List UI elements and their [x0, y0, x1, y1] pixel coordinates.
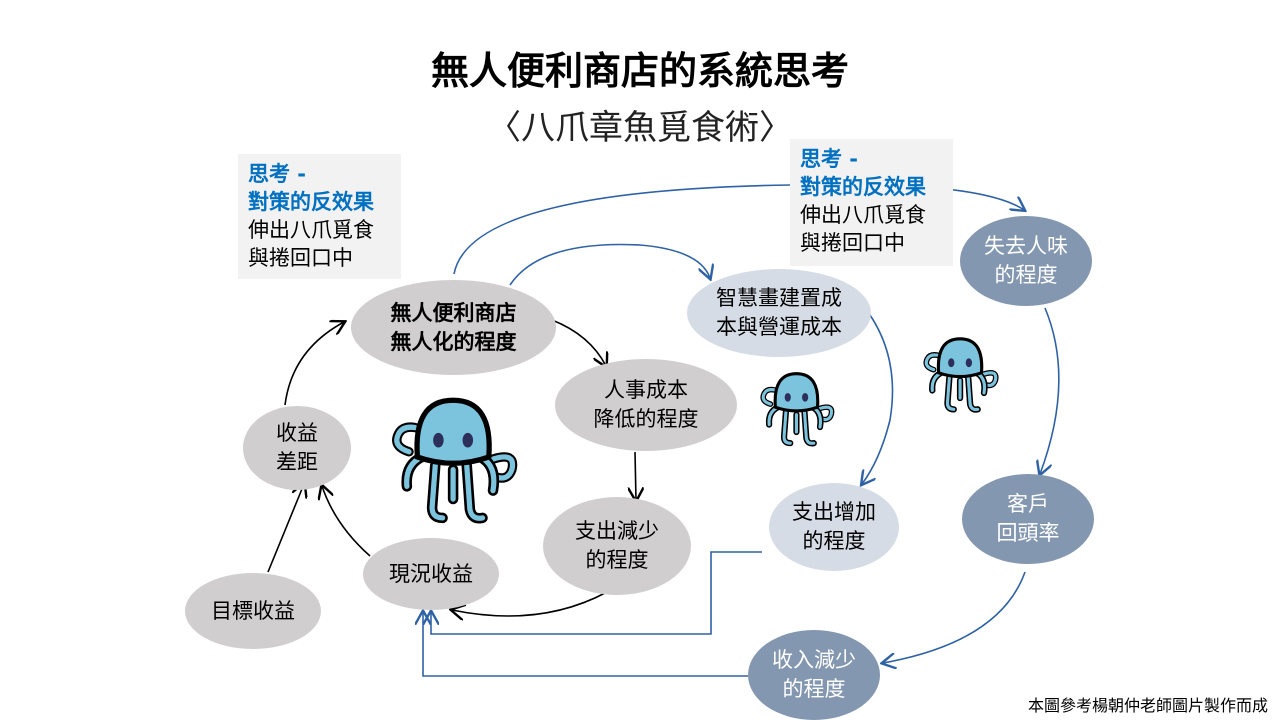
node-label: 的程度: [994, 263, 1058, 287]
node-label: 差距: [276, 450, 318, 474]
node-label: 收益: [276, 421, 318, 445]
node-labor-cost: 人事成本降低的程度: [555, 359, 737, 451]
node-label: 目標收益: [211, 598, 295, 623]
arrow-return-to-income-down: [883, 571, 1026, 663]
node-return-rate: 客戶回頭率: [962, 474, 1094, 564]
note-text: 伸出八爪覓食: [248, 218, 374, 242]
arrow-unmanned-to-lose-human: [453, 183, 1024, 275]
node-current-revenue: 現況收益: [363, 538, 499, 610]
node-label: 收入減少: [772, 648, 856, 672]
arrow-labor-to-expense: [635, 451, 636, 500]
node-label: 的程度: [585, 548, 649, 572]
node-label: 回頭率: [996, 521, 1060, 545]
arrow-target-to-gap: [267, 484, 304, 573]
octopus-icon: [397, 400, 513, 518]
node-label: 的程度: [782, 677, 846, 701]
note-heading: 對策的反效果: [248, 190, 374, 214]
node-label: 支出增加: [792, 500, 876, 524]
arrow-unmanned-to-labor: [551, 319, 606, 366]
node-label: 無人化的程度: [390, 329, 517, 354]
node-label: 降低的程度: [593, 407, 699, 431]
node-label: 本與營運成本: [716, 315, 842, 339]
node-label: 現況收益: [389, 561, 473, 586]
node-smart-cost: 智慧畫建置成本與營運成本: [687, 269, 871, 357]
arrow-gap-to-unmanned: [284, 322, 344, 406]
arrow-expense-to-current: [452, 591, 608, 616]
page-title: 無人便利商店的系統思考: [430, 49, 849, 93]
node-label: 的程度: [802, 529, 866, 553]
node-lose-human: 失去人味的程度: [960, 216, 1092, 306]
node-target-revenue: 目標收益: [185, 573, 321, 649]
node-unmanned: 無人便利商店無人化的程度: [351, 280, 556, 375]
node-label: 失去人味: [984, 234, 1068, 258]
octopus-icon: [926, 339, 995, 410]
node-label: 支出減少: [575, 519, 659, 543]
note-heading: 對策的反效果: [800, 175, 926, 199]
note-box-left: 思考 - 對策的反效果 伸出八爪覓食 與捲回口中: [238, 154, 401, 279]
note-text: 與捲回口中: [800, 231, 905, 255]
node-income-down: 收入減少的程度: [748, 630, 880, 720]
arrow-expense-up-to-current: [431, 551, 762, 635]
node-expense-up: 支出增加的程度: [769, 483, 899, 571]
node-revenue-gap: 收益差距: [243, 406, 351, 490]
node-expense-down: 支出減少的程度: [543, 497, 691, 595]
arrow-lose-human-to-return: [1040, 307, 1060, 474]
note-box-right: 思考 - 對策的反效果 伸出八爪覓食 與捲回口中: [790, 139, 953, 266]
note-text: 伸出八爪覓食: [800, 203, 926, 227]
arrow-smart-to-expense-up: [862, 314, 894, 484]
arrow-income-down-to-current: [423, 612, 748, 677]
page-subtitle: 〈八爪章魚覓食術〉: [487, 108, 793, 148]
arrow-unmanned-to-smart: [509, 243, 710, 286]
node-label: 客戶: [1007, 492, 1049, 516]
arrow-current-to-gap: [322, 486, 371, 557]
credit-text: 本圖參考楊朝仲老師圖片製作而成: [1027, 696, 1268, 715]
note-heading: 思考 -: [248, 162, 307, 186]
node-label: 人事成本: [604, 378, 688, 402]
node-label: 智慧畫建置成: [716, 286, 842, 310]
octopus-icon: [763, 374, 831, 444]
node-label: 無人便利商店: [390, 300, 517, 325]
note-heading: 思考 -: [800, 147, 859, 171]
note-text: 與捲回口中: [248, 246, 353, 270]
